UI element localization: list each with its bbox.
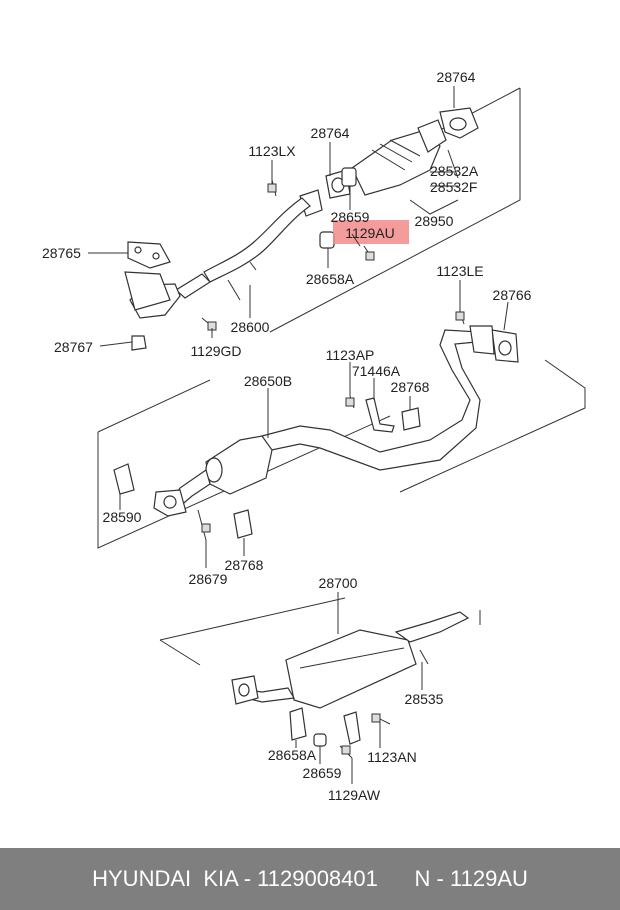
exhaust-system-diagram: 28764 28764 1123LX 28532A 28532F 28659 2… (42, 69, 586, 803)
stud-28532A (447, 149, 459, 179)
bolt-1129AU (363, 245, 375, 261)
label-28535: 28535 (405, 691, 444, 707)
flange-28767 (124, 271, 171, 351)
hanger-28658A-top (319, 231, 335, 249)
center-pipe-28650B (153, 329, 481, 517)
muffler-28700 (231, 611, 470, 709)
label-1129AU: 1129AU (345, 225, 395, 241)
stud-28535 (419, 649, 429, 665)
label-1123LX: 1123LX (248, 143, 296, 159)
callout-labels: 28764 28764 1123LX 28532A 28532F 28659 2… (42, 69, 532, 803)
leader-lines (88, 86, 509, 784)
label-28650B: 28650B (244, 373, 292, 389)
bolt-1123AP (345, 395, 355, 409)
bolt-1129GD (201, 317, 217, 331)
footer-text: HYUNDAI KIA - 1129008401 N - 1129AU (92, 866, 528, 891)
hanger-28590 (113, 463, 135, 495)
label-28950: 28950 (415, 213, 454, 229)
label-28679: 28679 (189, 571, 228, 587)
gasket-28659-bot (313, 733, 327, 747)
label-28532F: 28532F (430, 179, 477, 195)
bracket-1123AN (343, 711, 391, 745)
highlight-box (333, 220, 409, 244)
hanger-28658A-bot (289, 707, 307, 741)
label-28532A: 28532A (430, 163, 479, 179)
part-number-footer: HYUNDAI KIA - 1129008401 N - 1129AU (0, 848, 620, 910)
label-1123LE: 1123LE (436, 263, 483, 279)
label-28659-top: 28659 (331, 209, 370, 225)
label-28764-mid: 28764 (311, 125, 350, 141)
gasket-28659-top (341, 167, 357, 187)
bracket-71446A (365, 397, 395, 433)
label-28765: 28765 (42, 245, 81, 261)
gasket-28766 (491, 329, 519, 363)
label-28658A-top: 28658A (306, 271, 355, 287)
label-28766: 28766 (493, 287, 532, 303)
label-28768-mid: 28768 (391, 379, 430, 395)
hanger-28768-mid (401, 407, 421, 431)
label-28659-bot: 28659 (303, 765, 342, 781)
label-1129AW: 1129AW (328, 787, 381, 803)
label-28764-top: 28764 (437, 69, 476, 85)
label-28700: 28700 (319, 575, 358, 591)
bolt-1129AW (339, 745, 353, 759)
bolt-28679 (197, 509, 211, 541)
label-28600: 28600 (231, 319, 270, 335)
label-28767: 28767 (54, 339, 93, 355)
label-1129GD: 1129GD (190, 343, 241, 359)
manifold-gasket-28765 (127, 241, 171, 269)
catalytic-converter-28950 (351, 107, 479, 196)
label-28768-low: 28768 (225, 557, 264, 573)
hanger-28768-low (233, 509, 253, 539)
label-1123AP: 1123AP (326, 347, 375, 363)
label-1123AN: 1123AN (367, 749, 417, 765)
center-section-frame (97, 359, 586, 549)
rear-section-frame (159, 597, 481, 666)
label-28590: 28590 (103, 509, 142, 525)
label-71446A: 71446A (352, 363, 401, 379)
label-28658A-bot: 28658A (268, 747, 317, 763)
